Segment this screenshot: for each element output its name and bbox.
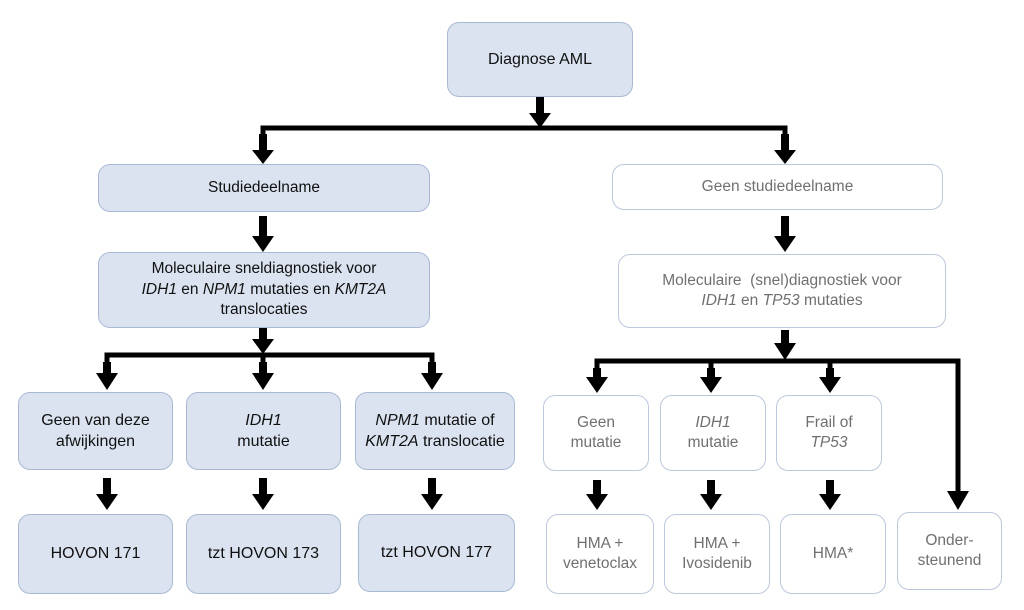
right-molecular-diagnostics-node: Moleculaire (snel)diagnostiek voor IDH1 … (618, 254, 946, 328)
outcome-line-1: HMA + (693, 534, 741, 552)
gene-npm1: NPM1 (375, 411, 420, 429)
outcome-label: tzt HOVON 177 (380, 544, 493, 562)
gene-tp53: TP53 (762, 292, 800, 309)
geen-afwijkingen-node: Geen van deze afwijkingen (18, 392, 173, 470)
node-line-1: NPM1 mutatie of (375, 410, 494, 431)
node-line-1: Frail of (805, 413, 853, 431)
idh1-mutatie-left-node: IDH1 mutatie (186, 392, 341, 470)
diagnose-aml-node: Diagnose AML (447, 22, 633, 97)
arrow-to-hovon-177 (421, 478, 443, 510)
node-label: Studiedeelname (207, 178, 321, 196)
arrow-to-right-molecular (774, 216, 796, 252)
node-label: Geen studiedeelname (701, 177, 854, 195)
arrow-to-ondersteunend (947, 491, 969, 510)
outcome-label: tzt HOVON 173 (207, 545, 320, 563)
arrow-to-ivosidenib (700, 480, 722, 510)
gene-kmt2a: KMT2A (334, 280, 387, 298)
outcome-line-2: Ivosidenib (682, 555, 752, 572)
arrow-to-geen-studiedeelname (774, 134, 796, 164)
geen-mutatie-node: Geen mutatie (543, 395, 649, 471)
arrow-to-venetoclax (586, 480, 608, 510)
molecular-line-1: Moleculaire sneldiagnostiek voor (151, 260, 377, 278)
gene-kmt2a: KMT2A (365, 433, 419, 450)
hovon-173-node: tzt HOVON 173 (186, 514, 341, 594)
arrow-to-geen-mutatie (586, 368, 608, 393)
node-line-1: Geen (577, 413, 615, 431)
node-line-2: mutatie (237, 433, 290, 450)
gene-idh1: IDH1 (245, 411, 282, 429)
left-molecular-diagnostics-node: Moleculaire sneldiagnostiek voor IDH1 en… (98, 252, 430, 328)
node-line-2: mutatie (687, 434, 739, 451)
frail-tp53-node: Frail of TP53 (776, 395, 882, 471)
outcome-label: HMA* (812, 544, 854, 562)
studiedeelname-node: Studiedeelname (98, 164, 430, 212)
node-line-1: Onder- (925, 531, 974, 549)
outcome-line-1: HMA + (576, 534, 624, 552)
arrow-to-frail (819, 368, 841, 393)
gene-tp53: TP53 (810, 434, 848, 451)
text-en: en (741, 292, 759, 309)
gene-idh1: IDH1 (141, 280, 177, 298)
node-line-2: KMT2A translocatie (365, 431, 505, 452)
molecular-line-3: translocaties (220, 301, 308, 319)
node-line-1: Geen van deze (41, 411, 150, 429)
ondersteunend-node: Onder- steunend (897, 512, 1002, 590)
text-mutaties: mutaties (803, 292, 863, 309)
arrow-right-molecular-down (774, 330, 796, 360)
hma-ivosidenib-node: HMA + Ivosidenib (664, 514, 770, 594)
arrow-to-left-molecular (252, 216, 274, 252)
text-mutaties-en: mutaties en (250, 280, 331, 298)
arrow-left-molecular-down (252, 326, 274, 354)
gene-npm1: NPM1 (202, 280, 246, 298)
idh1-mutatie-right-node: IDH1 mutatie (660, 395, 766, 471)
hma-venetoclax-node: HMA + venetoclax (546, 514, 654, 594)
node-line-2: steunend (917, 552, 982, 569)
molecular-line-1: Moleculaire (snel)diagnostiek voor (662, 271, 902, 289)
gene-idh1: IDH1 (701, 292, 737, 309)
hovon-171-node: HOVON 171 (18, 514, 173, 594)
geen-studiedeelname-node: Geen studiedeelname (612, 164, 943, 210)
text-en: en (181, 280, 199, 298)
text-translocatie: translocatie (422, 433, 505, 450)
molecular-line-2: IDH1 en NPM1 mutaties en KMT2A (142, 280, 387, 300)
arrow-to-idh1-right (700, 368, 722, 393)
node-label: Diagnose AML (487, 50, 593, 68)
molecular-line-2: IDH1 en TP53 mutaties (701, 291, 862, 311)
arrow-to-idh1-left (252, 362, 274, 390)
node-line-2: mutatie (570, 434, 622, 451)
arrow-to-npm1 (421, 362, 443, 390)
node-line-2: afwijkingen (55, 433, 136, 450)
arrow-to-hovon-171 (96, 478, 118, 510)
gene-idh1: IDH1 (695, 413, 731, 431)
arrow-to-hovon-173 (252, 478, 274, 510)
arrow-to-hma-star (819, 480, 841, 510)
outcome-line-2: venetoclax (562, 555, 638, 572)
arrow-to-geen-afwijkingen (96, 362, 118, 390)
hovon-177-node: tzt HOVON 177 (358, 514, 515, 592)
arrow-root-down (529, 97, 551, 128)
arrow-to-studiedeelname (252, 134, 274, 164)
npm1-kmt2a-node: NPM1 mutatie of KMT2A translocatie (355, 392, 515, 470)
outcome-label: HOVON 171 (50, 545, 141, 563)
text-mutatie-of: mutatie of (424, 411, 495, 429)
hma-star-node: HMA* (780, 514, 886, 594)
